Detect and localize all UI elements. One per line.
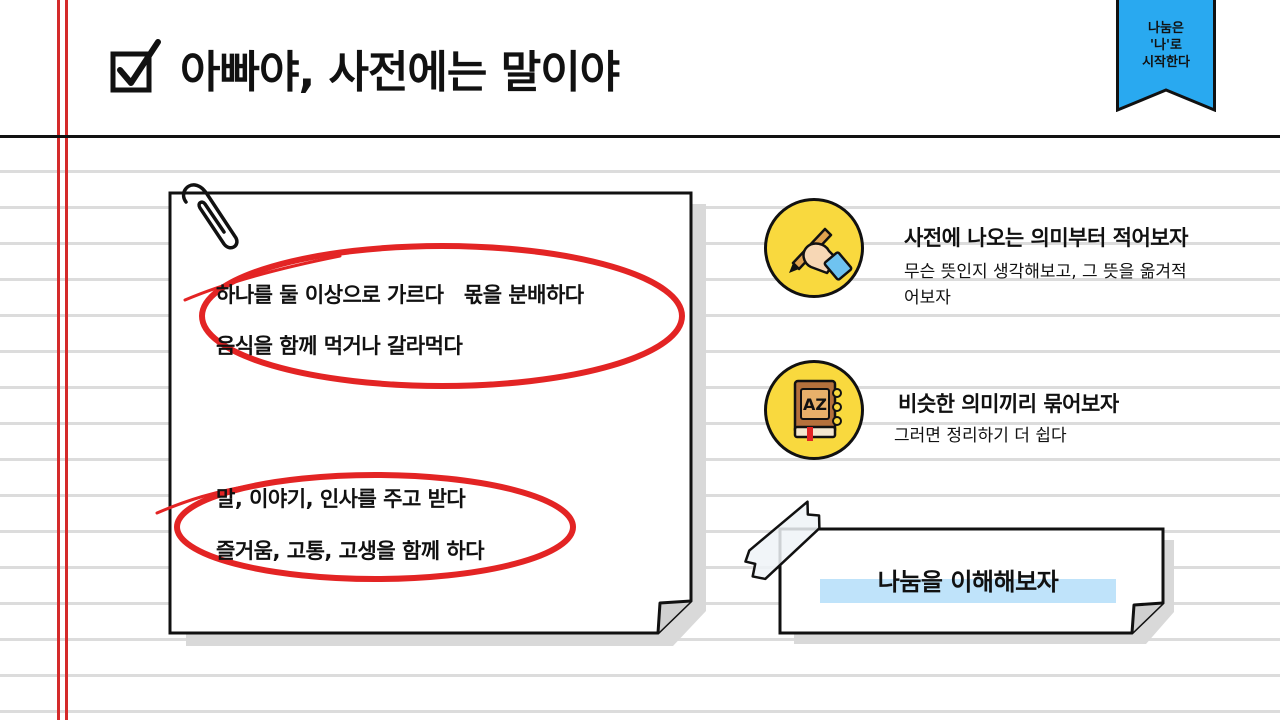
red-oval-top (183, 243, 685, 389)
item1-heading: 사전에 나오는 의미부터 적어보자 (904, 226, 1188, 250)
note-line-1: 하나를 둘 이상으로 가르다 몫을 분배하다 (216, 283, 584, 307)
icon-circle-1 (764, 198, 864, 298)
icon-circle-2: AZ (764, 360, 864, 460)
ribbon-text: 나눔은 '나'로 시작한다 (1142, 21, 1190, 70)
item2-heading: 비슷한 의미끼리 묶어보자 (898, 392, 1119, 416)
red-oval-bottom (155, 472, 576, 582)
margin-line-left (57, 0, 60, 720)
note-line-4: 즐거움, 고통, 고생을 함께 하다 (216, 539, 485, 563)
summary-card-label: 나눔을 이해해보자 (877, 568, 1059, 596)
dictionary-book-icon: AZ (793, 379, 842, 441)
summary-card (744, 500, 1174, 644)
tape-icon (744, 500, 821, 581)
checkbox-check-icon (110, 39, 161, 93)
page-title: 아빠야, 사전에는 말이야 (180, 47, 620, 98)
item1-description: 무슨 뜻인지 생각해보고, 그 뜻을 옮겨적 어보자 (904, 262, 1187, 308)
note-line-3: 말, 이야기, 인사를 주고 받다 (216, 487, 466, 511)
svg-text:AZ: AZ (803, 395, 827, 414)
header-divider (0, 135, 1280, 138)
paperclip-icon (181, 183, 239, 250)
margin-line-right (65, 0, 68, 720)
title-row: 아빠야, 사전에는 말이야 (110, 28, 620, 108)
item2-description: 그러면 정리하기 더 쉽다 (894, 426, 1067, 446)
note-line-2: 음식을 함께 먹거나 갈라먹다 (216, 334, 463, 358)
hand-writing-pen-icon (789, 227, 853, 281)
bookmark-ribbon (1116, 0, 1216, 112)
sticky-note (168, 191, 706, 646)
